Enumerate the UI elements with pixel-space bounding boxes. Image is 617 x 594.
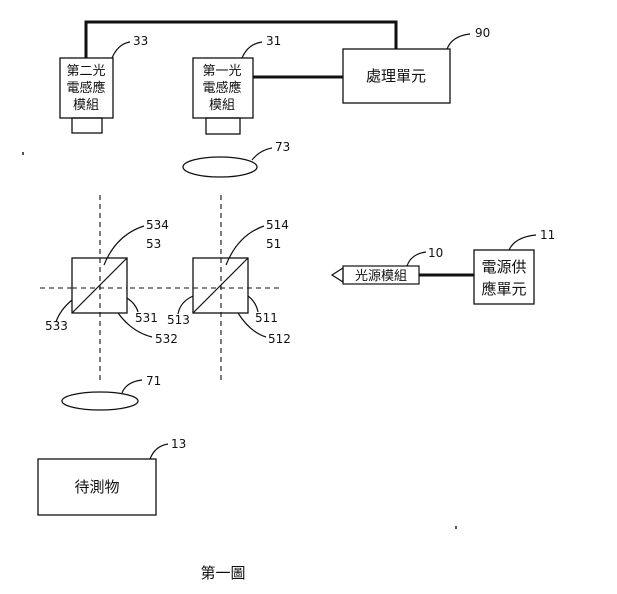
beam-splitter-53: 534 53 533 531 532	[45, 218, 178, 346]
splitter-53-left-leader	[55, 299, 73, 323]
processor-ref: 90	[475, 26, 490, 40]
splitter-53-bottom-ref: 532	[155, 332, 178, 346]
sensor1-label-line1: 第一光	[202, 64, 241, 79]
splitter-51-left-leader	[177, 295, 194, 315]
sensor1-ref: 31	[266, 34, 281, 48]
splitter-51-ref: 51	[266, 237, 281, 251]
lens-71-ref: 71	[146, 374, 161, 388]
light-source-ref: 10	[428, 246, 443, 260]
splitter-53-right-leader	[126, 297, 139, 313]
sensor2-ref: 33	[133, 34, 148, 48]
light-source-leader	[406, 251, 427, 267]
object-box	[37, 458, 157, 516]
object-label: 待測物	[74, 478, 119, 496]
light-source-label: 光源模組	[355, 269, 407, 284]
first-photo-sensor-module: 第一光 電感應 模組 31	[192, 34, 281, 135]
processing-unit: 處理單元 90	[342, 26, 490, 104]
scan-speck-right	[455, 526, 457, 529]
second-photo-sensor-module: 第二光 電感應 模組 33	[59, 34, 148, 134]
splitter-53-corner-leader	[103, 225, 145, 266]
power-supply-unit: 電源供 應單元 11	[473, 228, 555, 305]
sensor1-lens-mount	[205, 117, 241, 135]
splitter-51-right-leader	[247, 295, 259, 313]
light-source-emitter-tip	[330, 266, 344, 284]
power-box	[473, 249, 535, 305]
splitter-51-bottom-ref: 512	[268, 332, 291, 346]
sensor2-label-line3: 模組	[73, 98, 99, 113]
splitter-53-bottom-leader	[117, 312, 153, 338]
splitter-51-bottom-leader	[237, 312, 267, 338]
sensor2-label-line2: 電感應	[66, 80, 105, 96]
lens-73-shape	[182, 156, 258, 178]
splitter-51-corner-leader	[225, 225, 265, 266]
object-ref: 13	[171, 437, 186, 451]
power-label-line1: 電源供	[481, 258, 526, 276]
splitter-51-left-ref: 513	[167, 313, 190, 327]
sensor2-leader	[111, 41, 131, 59]
sensor1-leader	[241, 41, 263, 59]
lens-71: 71	[61, 374, 161, 411]
lens-73-leader	[251, 147, 273, 161]
lens-71-shape	[61, 391, 139, 411]
power-leader	[508, 234, 537, 251]
power-label-line2: 應單元	[481, 280, 526, 298]
processor-label: 處理單元	[366, 67, 426, 85]
splitter-53-right-ref: 531	[135, 311, 158, 325]
lens-73-ref: 73	[275, 140, 290, 154]
sensor2-label-line1: 第二光	[66, 64, 105, 79]
splitter-53-left-ref: 533	[45, 319, 68, 333]
power-ref: 11	[540, 228, 555, 242]
figure-caption: 第一圖	[200, 564, 245, 582]
beam-splitter-51: 514 51 513 511 512	[167, 218, 291, 346]
object-under-test: 待測物 13	[37, 437, 186, 516]
processor-box	[342, 48, 451, 104]
splitter-51-right-ref: 511	[255, 311, 278, 325]
sensor2-lens-mount	[71, 117, 103, 134]
scan-speck-left	[22, 152, 24, 155]
sensor1-label-line2: 電感應	[202, 80, 241, 96]
splitter-53-ref: 53	[146, 237, 161, 251]
lens-73: 73	[182, 140, 290, 178]
processor-leader	[446, 33, 471, 50]
object-leader	[149, 443, 169, 460]
wire-sensor2-processor	[84, 20, 398, 58]
splitter-53-corner-ref: 534	[146, 218, 169, 232]
sensor1-label-line3: 模組	[209, 98, 235, 113]
splitter-51-corner-ref: 514	[266, 218, 289, 232]
light-source-module: 光源模組 10	[330, 246, 443, 285]
lens-71-leader	[121, 379, 143, 394]
